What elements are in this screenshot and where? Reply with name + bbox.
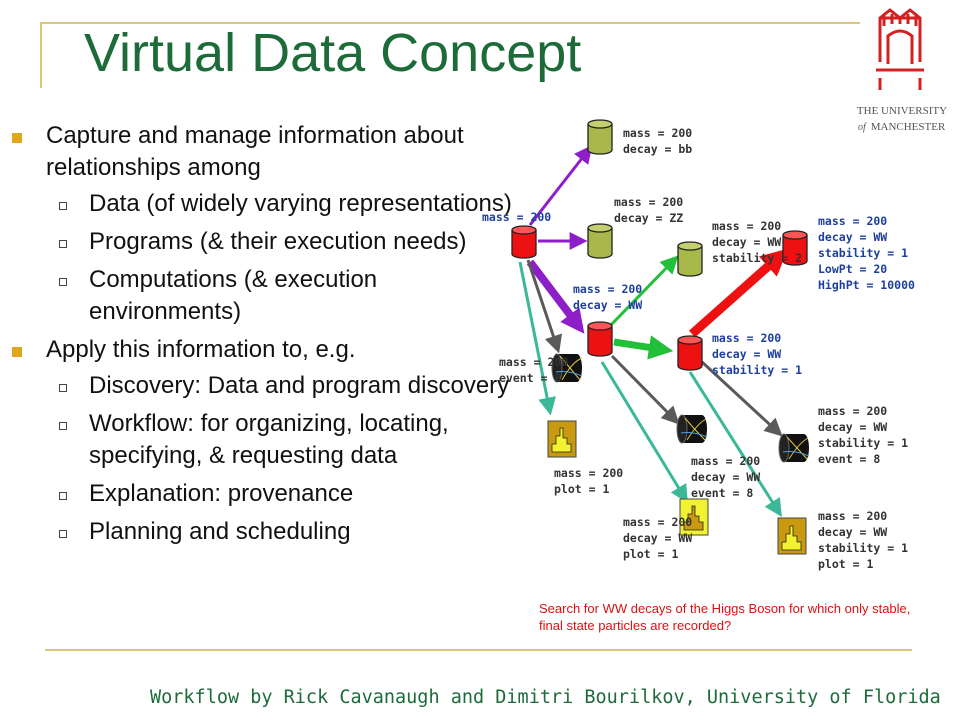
bullet-item: Apply this information to, e.g. (12, 334, 522, 366)
sub-bullet-item: Explanation: provenance (12, 478, 522, 510)
sub-bullet-item: Discovery: Data and program discovery (12, 370, 522, 402)
edge-root-plot (518, 261, 557, 416)
edges (518, 145, 789, 518)
diagram-caption: Search for WW decays of the Higgs Boson … (539, 601, 911, 633)
decorative-rule-vertical (40, 22, 42, 88)
edge-ww-event (610, 354, 680, 425)
label-plot-root: mass = 200 plot = 1 (554, 466, 630, 496)
sub-bullet-item: Workflow: for organizing, locating, spec… (12, 408, 522, 472)
sub-bullet-item: Computations (& execution environments) (12, 264, 522, 328)
logo-line1: THE UNIVERSITY (857, 105, 947, 117)
node-ww-other-cylinder-icon (677, 241, 703, 277)
logo-line2: MANCHESTER (871, 121, 946, 133)
edge-ww-other (606, 255, 679, 330)
label-ww-final: mass = 200 decay = WW stability = 1 LowP… (818, 214, 915, 292)
node-ww-final-cylinder-icon (782, 230, 808, 266)
edge-stab-event (700, 360, 783, 437)
node-labels: mass = 200 mass = 200 decay = bb mass = … (482, 126, 915, 571)
edge-ww-plot (600, 361, 688, 504)
sub-bullet-item: Programs (& their execution needs) (12, 226, 522, 258)
sub-bullet-item: Data (of widely varying representations) (12, 188, 522, 220)
decorative-rule-top (40, 22, 860, 24)
edge-root-bb (528, 145, 593, 226)
label-event-root: mass = 200 event = 8 (499, 355, 575, 385)
label-ww-event: mass = 200 decay = WW event = 8 (691, 454, 767, 500)
edge-stab-final (689, 248, 789, 338)
event-stab-icon (778, 433, 810, 463)
slide-title: Virtual Data Concept (84, 23, 582, 83)
node-zz-cylinder-icon (587, 223, 613, 259)
slide-footer: Workflow by Rick Cavanaugh and Dimitri B… (150, 687, 941, 708)
label-ww-other: mass = 200 decay = WW stability = 2 (712, 219, 802, 265)
node-bb-cylinder-icon (587, 119, 613, 155)
label-ww-plot: mass = 200 decay = WW plot = 1 (623, 515, 699, 561)
node-ww-stab-cylinder-icon (677, 335, 703, 371)
plot-stab-icon (777, 517, 807, 555)
bullet-list: Capture and manage information about rel… (12, 120, 522, 554)
label-zz: mass = 200 decay = ZZ (614, 195, 690, 225)
plot-root-icon (547, 420, 577, 458)
label-stab-plot: mass = 200 decay = WW stability = 1 plot… (818, 509, 915, 571)
edge-stab-plot (688, 371, 782, 518)
edge-ww-stab (613, 335, 674, 360)
edge-root-event (526, 259, 562, 354)
university-logo: THE UNIVERSITY of MANCHESTER (857, 8, 947, 133)
logo-of: of (858, 122, 867, 133)
event-ww-icon (676, 414, 708, 444)
decorative-rule-bottom (45, 649, 912, 651)
label-stab-event: mass = 200 decay = WW stability = 1 even… (818, 404, 915, 466)
edge-root-ww (526, 259, 585, 334)
plot-ww-icon (679, 498, 709, 536)
university-crest-icon (876, 8, 924, 90)
event-root-icon (551, 353, 583, 383)
label-ww: mass = 200 decay = WW (573, 282, 649, 312)
bullet-item: Capture and manage information about rel… (12, 120, 522, 184)
node-root-cylinder-icon (511, 225, 537, 259)
sub-bullet-item: Planning and scheduling (12, 516, 522, 548)
node-ww-cylinder-icon (587, 321, 613, 357)
label-root: mass = 200 (482, 210, 551, 224)
label-ww-stab: mass = 200 decay = WW stability = 1 (712, 331, 802, 377)
label-bb: mass = 200 decay = bb (623, 126, 699, 156)
